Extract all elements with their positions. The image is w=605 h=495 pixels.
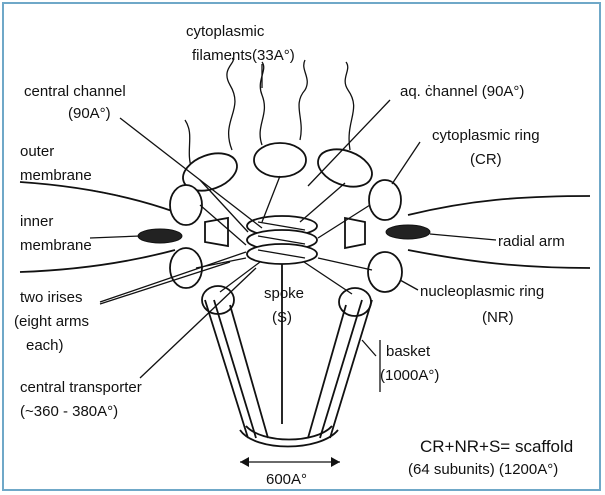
label-basket-1: basket xyxy=(386,343,431,360)
label-central-transporter-2: (~360 - 380A°) xyxy=(20,403,118,420)
radial-arm-left xyxy=(138,229,182,243)
label-inner-membrane-1: inner xyxy=(20,213,53,230)
width-arrow xyxy=(240,457,340,467)
label-cytoplasmic-filaments-2: filaments(33A°) xyxy=(192,47,295,64)
label-aq-channel: aq. ċhannel (90A°) xyxy=(400,83,524,100)
label-spoke-1: spoke xyxy=(264,285,304,302)
label-central-channel-1: central channel xyxy=(24,83,126,100)
label-nucleoplasmic-ring-1: nucleoplasmic ring xyxy=(420,283,544,300)
label-width-600: 600A° xyxy=(266,471,307,488)
label-inner-membrane-2: membrane xyxy=(20,237,92,254)
label-cytoplasmic-filaments-1: cytoplasmic xyxy=(186,23,265,40)
label-radial-arm: radial arm xyxy=(498,233,565,250)
label-two-irises-3: each) xyxy=(26,337,64,354)
label-cytoplasmic-ring-1: cytoplasmic ring xyxy=(432,127,540,144)
label-outer-membrane-1: outer xyxy=(20,143,54,160)
central-transporter xyxy=(247,216,317,264)
label-cytoplasmic-ring-2: (CR) xyxy=(470,151,502,168)
label-basket-2: (1000A°) xyxy=(380,367,439,384)
label-scaffold-2: (64 subunits) (1200A°) xyxy=(408,461,558,478)
label-central-channel-2: (90A°) xyxy=(68,105,111,122)
label-nucleoplasmic-ring-2: (NR) xyxy=(482,309,514,326)
radial-arm-right xyxy=(386,225,430,239)
label-two-irises-1: two irises xyxy=(20,289,83,306)
label-scaffold-1: CR+NR+S= scaffold xyxy=(420,437,573,456)
label-two-irises-2: (eight arms xyxy=(14,313,89,330)
label-outer-membrane-2: membrane xyxy=(20,167,92,184)
label-spoke-2: (S) xyxy=(272,309,292,326)
label-central-transporter-1: central transporter xyxy=(20,379,142,396)
